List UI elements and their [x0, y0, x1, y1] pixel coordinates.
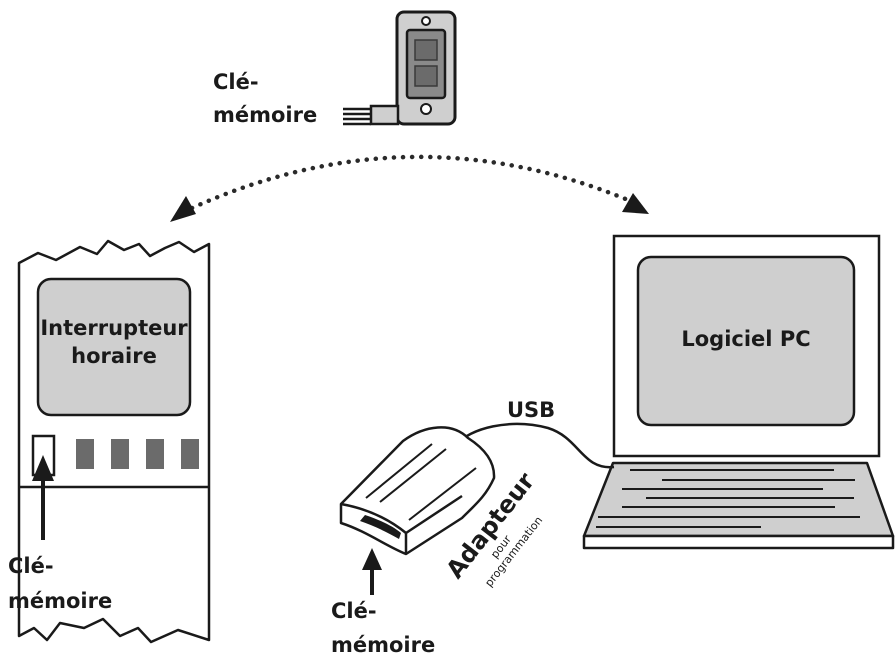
timer-memory-key-label: Clé- mémoire	[8, 549, 112, 619]
arrowhead-left	[170, 196, 196, 222]
memory-key-top	[343, 10, 457, 126]
timer-button-4	[181, 439, 199, 469]
timer-memory-key-line1: Clé-	[8, 554, 54, 578]
timer-button-2	[111, 439, 129, 469]
memory-key-connector-pins	[343, 107, 371, 126]
transfer-arrow	[170, 154, 649, 222]
adapter-memory-key-line2: mémoire	[331, 633, 436, 657]
keyboard-top	[582, 461, 895, 538]
adapter-memory-key-line1: Clé-	[331, 599, 377, 623]
memory-key-top-label: Clé- mémoire	[213, 66, 317, 132]
keyboard-keys	[596, 469, 860, 528]
timer-label-line1: Interrupteur	[40, 316, 188, 340]
computer	[582, 234, 895, 550]
monitor-screen	[636, 255, 856, 427]
usb-cable	[455, 422, 615, 469]
memory-key-top-line1: Clé-	[213, 70, 259, 94]
adapter-insert-arrow	[362, 548, 382, 595]
keyboard-front	[582, 534, 895, 550]
timer-button-1	[76, 439, 94, 469]
programming-adapter	[339, 426, 496, 595]
pc-screen-label: Logiciel PC	[681, 327, 811, 351]
timer-insert-arrow	[32, 455, 54, 540]
timer-screen-label: Interrupteur horaire	[38, 314, 190, 370]
usb-label: USB	[507, 398, 556, 422]
arrowhead-right	[622, 193, 649, 214]
timer-memory-key-line2: mémoire	[8, 589, 113, 613]
timer-label-line2: horaire	[71, 344, 157, 368]
memory-key-top-line2: mémoire	[213, 103, 318, 127]
adapter-memory-key-label: Clé- mémoire	[331, 594, 435, 662]
timer-switch	[17, 239, 211, 644]
timer-button-3	[146, 439, 164, 469]
